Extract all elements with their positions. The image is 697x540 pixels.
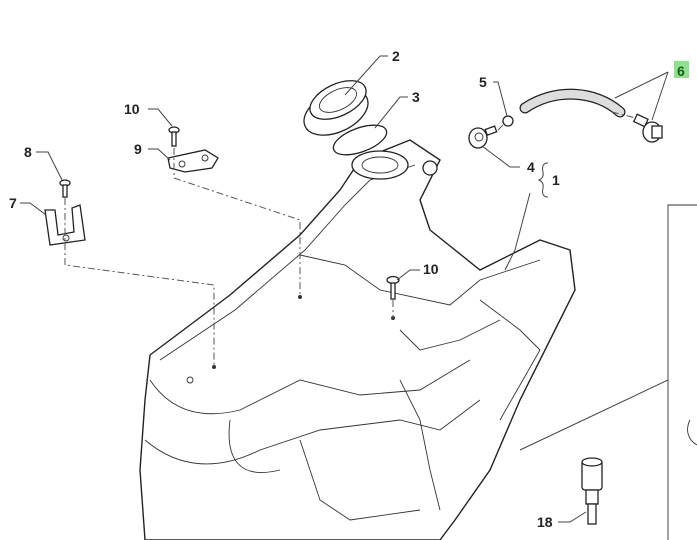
label-2: 2 xyxy=(392,48,400,64)
hose-fitting xyxy=(632,113,663,143)
label-10-top: 10 xyxy=(124,101,140,117)
bracket-7 xyxy=(44,204,86,246)
screw-8 xyxy=(59,179,71,198)
label-18: 18 xyxy=(537,514,553,530)
vent-valve xyxy=(468,125,498,149)
label-4: 4 xyxy=(527,159,535,175)
bracket-9 xyxy=(167,149,219,173)
label-8: 8 xyxy=(24,144,32,160)
o-ring xyxy=(332,124,388,156)
label-1: 1 xyxy=(552,172,560,188)
vent-hose xyxy=(519,88,626,118)
hose-clip xyxy=(502,115,514,127)
screw-10-top xyxy=(168,126,180,147)
label-9: 9 xyxy=(134,141,142,157)
label-3: 3 xyxy=(412,89,420,105)
label-6: 6 xyxy=(677,63,685,79)
label-10-mid: 10 xyxy=(423,261,439,277)
fitting-18 xyxy=(581,457,603,525)
label-5: 5 xyxy=(479,74,487,90)
fuel-tank xyxy=(139,139,576,540)
screw-10-mid xyxy=(386,275,400,300)
label-7: 7 xyxy=(9,195,17,211)
fuel-cap xyxy=(303,80,369,136)
label-6-highlight xyxy=(674,61,689,78)
